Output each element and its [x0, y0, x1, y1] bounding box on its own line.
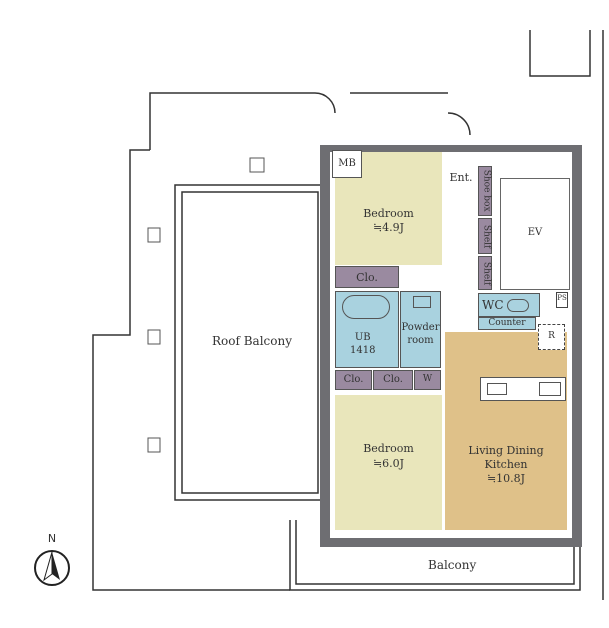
- elevator: EV: [500, 178, 570, 290]
- closet-1: Clo.: [335, 266, 399, 288]
- stove-icon: [539, 382, 561, 396]
- bathtub-icon: [342, 295, 390, 319]
- wc: WC: [478, 293, 540, 317]
- toilet-icon: [507, 299, 529, 312]
- washer-space: W: [414, 370, 441, 390]
- compass-arrow-icon: [34, 550, 70, 586]
- north-compass: N: [32, 532, 72, 590]
- sink-icon: [487, 383, 507, 395]
- bedroom-1-size: ≒4.9J: [372, 221, 405, 234]
- pipe-space: PS: [556, 292, 568, 308]
- bedroom-1-label: Bedroom: [363, 207, 414, 220]
- counter: Counter: [478, 317, 536, 330]
- shelf-2: Shelf: [478, 256, 492, 290]
- refrigerator-space: R: [538, 324, 565, 350]
- entrance: Ent.: [449, 171, 473, 184]
- kitchen-counter: [480, 377, 566, 401]
- meter-box: MB: [332, 150, 362, 178]
- sink-icon: [413, 296, 431, 308]
- roof-balcony-label: Roof Balcony: [212, 334, 293, 348]
- shelf-1: Shelf: [478, 218, 492, 254]
- closet-3: Clo.: [373, 370, 413, 390]
- bedroom-2-label: Bedroom: [363, 442, 414, 455]
- bedroom-2-size: ≒6.0J: [372, 457, 405, 470]
- shoe-box: Shoe box: [478, 166, 492, 216]
- closet-2: Clo.: [335, 370, 372, 390]
- balcony-label: Balcony: [428, 558, 477, 572]
- bedroom-2: Bedroom ≒6.0J: [335, 395, 442, 530]
